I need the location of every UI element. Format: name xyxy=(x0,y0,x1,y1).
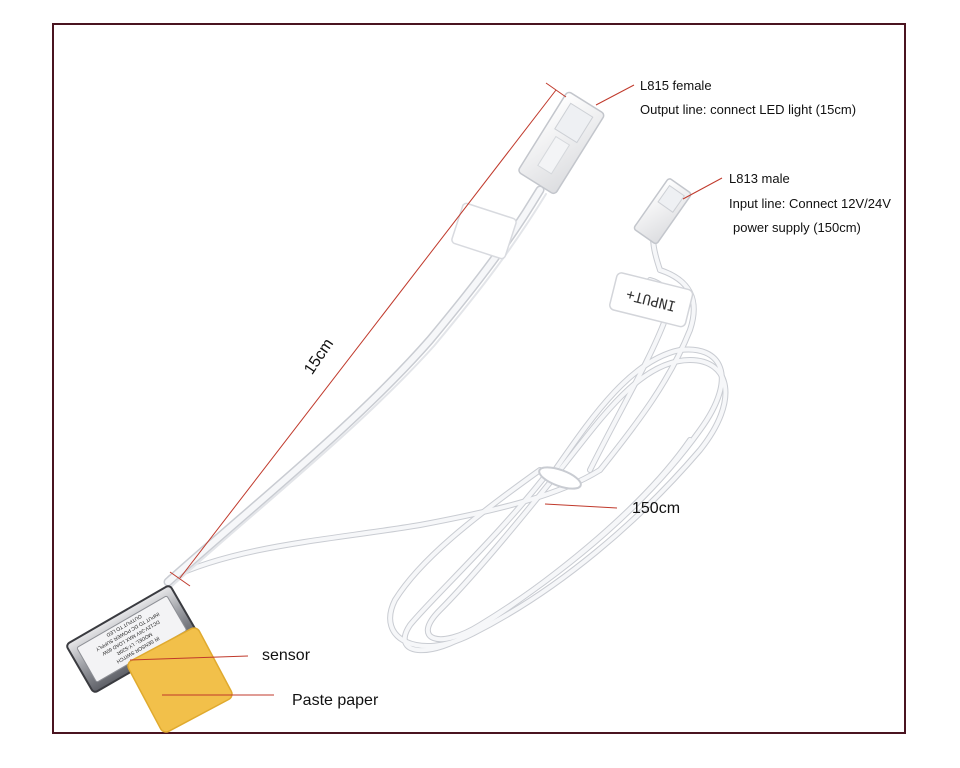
length-label-150cm: 150cm xyxy=(632,500,681,517)
long-cable xyxy=(167,212,729,653)
male-connector-description-2: power supply (150cm) xyxy=(733,220,861,235)
paste-paper-label: Paste paper xyxy=(292,692,379,709)
leader-sensor xyxy=(129,655,249,661)
image-frame xyxy=(52,23,906,734)
leader-male xyxy=(682,177,723,200)
male-connector-title: L813 male xyxy=(729,171,790,186)
input-tag: INPUT+ xyxy=(609,272,694,328)
female-connector-description: Output line: connect LED light (15cm) xyxy=(640,102,857,117)
male-connector xyxy=(633,178,692,245)
female-connector-title: L815 female xyxy=(640,78,712,93)
female-connector xyxy=(518,91,605,195)
sensor-module: IR SENSOR SWITCH MODEL: LY-S20R DC12V-24… xyxy=(66,585,198,693)
leader-female xyxy=(595,84,635,106)
paste-paper xyxy=(127,627,233,733)
leader-150cm xyxy=(544,503,618,509)
annotation-lines xyxy=(129,82,723,696)
male-connector-description-1: Input line: Connect 12V/24V xyxy=(729,196,891,211)
cable-sleeve xyxy=(451,202,517,260)
dimension-line-15cm xyxy=(179,89,557,579)
sensor-label: sensor xyxy=(262,647,311,664)
